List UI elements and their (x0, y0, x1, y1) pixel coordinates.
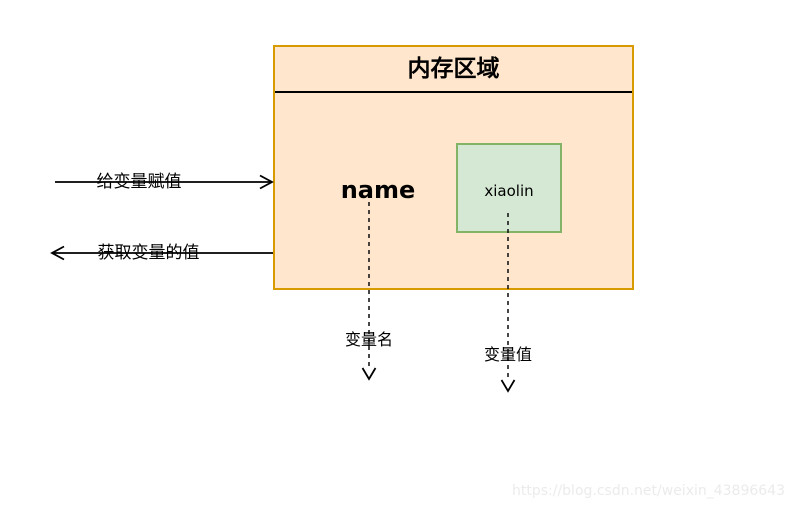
var-name-annotation: 变量名 (344, 330, 393, 349)
var-value-annotation: 变量值 (483, 345, 532, 364)
value-text: xiaolin (484, 181, 534, 200)
value-box: xiaolin (456, 143, 562, 233)
watermark: https://blog.csdn.net/weixin_43896643 (511, 483, 785, 499)
memory-region-title: 内存区域 (275, 47, 632, 93)
variable-name-text: name (340, 176, 416, 204)
assign-arrow-label: 给变量赋值 (96, 172, 182, 192)
get-arrow-label: 获取变量的值 (97, 243, 200, 263)
memory-region-box: 内存区域 (273, 45, 634, 290)
